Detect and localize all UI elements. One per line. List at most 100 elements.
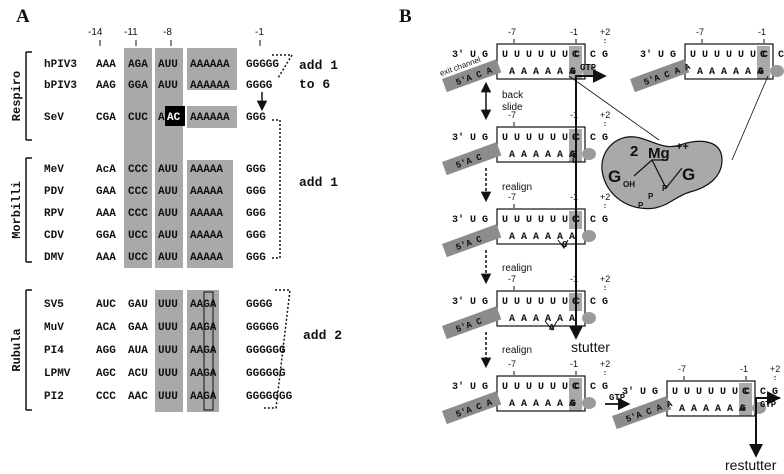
virus-name: PDV bbox=[44, 186, 64, 198]
gtp-label: GTP bbox=[580, 63, 597, 73]
exit-channel-group: 5'A C A A bbox=[630, 59, 692, 93]
mg-count: 2 bbox=[630, 143, 638, 160]
dotted-connector-respiro bbox=[272, 54, 294, 79]
sequence-segment: AAA bbox=[96, 59, 116, 71]
position-label: -1 bbox=[255, 27, 264, 38]
exit-channel-group: 5'A C A bbox=[442, 391, 502, 425]
insertion-note: to 6 bbox=[299, 77, 330, 92]
ntp-blob bbox=[770, 65, 784, 77]
gtp-label: GTP bbox=[609, 393, 626, 403]
sequence-segment: AAAAAA bbox=[190, 112, 230, 124]
realign-label: realign bbox=[502, 182, 532, 193]
zoom-line bbox=[568, 75, 660, 141]
template-strand-3prime: 3' U G bbox=[452, 296, 488, 308]
shaded-column-s2 bbox=[124, 48, 152, 268]
template-c: C bbox=[572, 382, 578, 393]
g-run: GGG bbox=[246, 164, 266, 176]
phosphate-p: P bbox=[662, 184, 668, 193]
product-g: G bbox=[570, 150, 576, 161]
gtp-label: GTP bbox=[760, 400, 777, 410]
virus-name: PI4 bbox=[44, 345, 64, 357]
phosphate-chain bbox=[633, 159, 683, 190]
back-slide-label: slide bbox=[502, 102, 523, 113]
exit-channel-bar bbox=[442, 306, 502, 340]
g-right: G bbox=[682, 165, 695, 184]
position-m7: -7 bbox=[508, 274, 516, 284]
sequence-segment: CUC bbox=[128, 112, 148, 124]
sequence-segment: AAGA bbox=[190, 299, 217, 311]
product-g: G bbox=[758, 67, 764, 78]
group-name: Morbilli bbox=[10, 181, 24, 239]
group-name: Respiro bbox=[10, 71, 24, 121]
position-m7: -7 bbox=[508, 359, 516, 369]
position-m7: -7 bbox=[508, 192, 516, 202]
sequence-segment: AAAAA bbox=[190, 230, 223, 242]
sequence-segment: AAAAAA bbox=[190, 80, 230, 92]
sequence-segment: UUU bbox=[158, 391, 178, 403]
template-strand: U U U U U U C bbox=[672, 387, 750, 398]
ntp-blob bbox=[582, 65, 596, 77]
nascent-product: A A A A A A bbox=[509, 67, 575, 78]
template-strand-3prime: 3' U G bbox=[452, 381, 488, 393]
nascent-product: A A A A A A bbox=[509, 399, 575, 410]
template-strand: U U U U U U C bbox=[502, 133, 580, 144]
sequence-segment: A bbox=[158, 112, 165, 124]
insertion-note: add 1 bbox=[299, 58, 338, 73]
g-run: GGG bbox=[246, 112, 266, 124]
sequence-segment: AAGA bbox=[190, 368, 217, 380]
position-p2: +2 bbox=[600, 110, 610, 120]
template-strand-3prime: 3' U G bbox=[452, 49, 488, 61]
sequence-segment: AAAAAA bbox=[190, 59, 230, 71]
sequence-segment: AAGA bbox=[190, 391, 217, 403]
shaded-block-sev-s4 bbox=[187, 106, 237, 128]
g-run: GGG bbox=[246, 230, 266, 242]
realign-label: realign bbox=[502, 263, 532, 274]
sequence-segment: AAAAA bbox=[190, 208, 223, 220]
bulge-loop bbox=[557, 239, 569, 249]
g-run: GGG bbox=[246, 252, 266, 264]
mg-label: Mg bbox=[648, 145, 670, 162]
group-name: Rubula bbox=[10, 328, 24, 371]
shaded-column-rubula-s3 bbox=[155, 290, 183, 412]
sequence-segment: AUA bbox=[128, 345, 148, 357]
exit-channel-bar bbox=[442, 224, 502, 258]
template-strand-5prime: C G bbox=[778, 50, 784, 61]
virus-name: LPMV bbox=[44, 368, 71, 380]
sequence-segment: AUU bbox=[158, 186, 178, 198]
position-m7: -7 bbox=[508, 27, 516, 37]
template-c: C bbox=[760, 50, 766, 61]
active-site-shade bbox=[739, 383, 752, 416]
sequence-segment: CCC bbox=[128, 208, 148, 220]
sequence-segment: UUU bbox=[158, 368, 178, 380]
phosphate-p: P bbox=[638, 201, 644, 210]
sequence-segment: AAAAA bbox=[190, 164, 223, 176]
ntp-blob bbox=[582, 397, 596, 409]
template-strand-5prime: C G bbox=[590, 133, 608, 144]
stutter-label: stutter bbox=[571, 339, 610, 355]
g-oh: G bbox=[608, 167, 621, 186]
sequence-segment: AAA bbox=[96, 208, 116, 220]
sequence-segment: AcA bbox=[96, 164, 116, 176]
g-run: GGGGGG bbox=[246, 345, 286, 357]
template-strand-5prime: C G bbox=[590, 50, 608, 61]
sequence-segment: AAAAA bbox=[190, 252, 223, 264]
g-run: GGG bbox=[246, 186, 266, 198]
exit-channel-group: 5'A C bbox=[442, 142, 502, 176]
ntp-blob bbox=[582, 312, 596, 324]
sequence-segment: GAA bbox=[128, 322, 148, 334]
sequence-segment: GGA bbox=[128, 80, 148, 92]
virus-name: SV5 bbox=[44, 299, 64, 311]
product-g: G bbox=[740, 404, 746, 415]
product-g: G bbox=[570, 67, 576, 78]
sequence-segment: AGA bbox=[128, 59, 148, 71]
position-label: -8 bbox=[163, 27, 172, 38]
zoom-line bbox=[731, 75, 769, 161]
template-strand: U U U U U U C bbox=[690, 50, 768, 61]
virus-name: hPIV3 bbox=[44, 59, 77, 71]
g-run: GGGGGGG bbox=[246, 391, 293, 403]
position-p2: +2 bbox=[600, 192, 610, 202]
virus-name: SeV bbox=[44, 112, 64, 124]
insertion-note: add 1 bbox=[299, 175, 338, 190]
bulge-g: G bbox=[562, 240, 567, 250]
nascent-product: A A A A A A bbox=[509, 232, 575, 243]
